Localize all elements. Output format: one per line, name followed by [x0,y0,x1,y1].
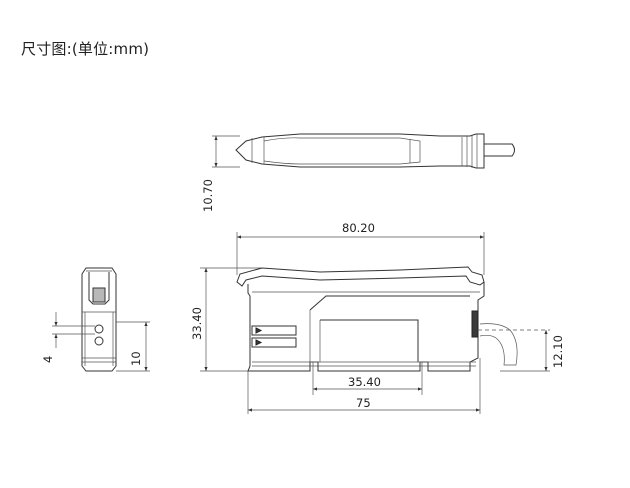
top-view [212,133,515,169]
front-view-pitch-label: 4 [41,356,55,363]
side-view [200,232,550,414]
front-view [52,267,150,372]
cable-height-label: 12.10 [551,335,565,368]
front-view-height-label: 10 [129,351,143,366]
rail-width-label: 35.40 [348,375,381,389]
base-length-label: 75 [356,396,371,410]
side-view-height-label: 33.40 [190,307,204,340]
side-view-length-label: 80.20 [342,221,375,235]
page-title: 尺寸图:(单位:mm) [21,40,150,58]
top-view-thickness-label: 10.70 [201,179,215,212]
